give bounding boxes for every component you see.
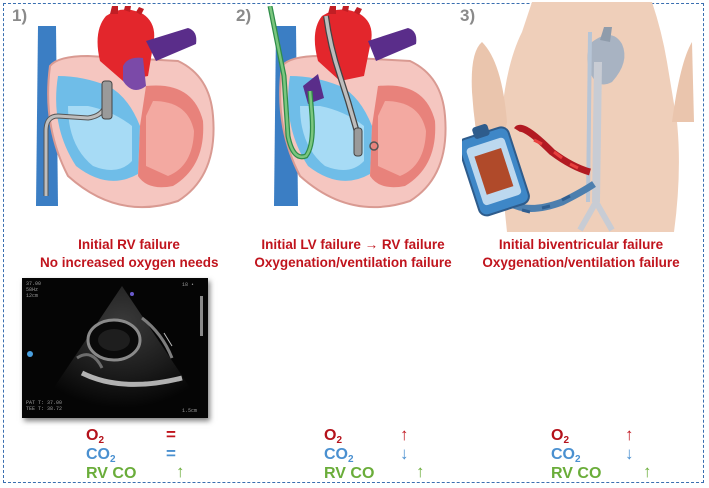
panel-1-rvco-label: RV CO (86, 465, 137, 482)
panel-2-number: 2) (236, 6, 252, 25)
panel-1-caption-line-2: No increased oxygen needs (40, 255, 219, 270)
panel-3-number: 3) (460, 6, 476, 25)
panel-1-caption-line-1: Initial RV failure (78, 237, 180, 252)
panel-1-co2-indicator: = (166, 444, 176, 463)
echo-scale-label: 1.5cm (182, 408, 198, 414)
echocardiogram-image: 37.00 58Hz 12cm PAT T: 37.00 TEE T: 38.7… (22, 278, 208, 418)
panel-2-o2-label: O2 (324, 427, 343, 446)
panel-3-co2-label: CO2 (551, 446, 581, 465)
panel-3-caption-line-2: Oxygenation/ventilation failure (482, 255, 680, 270)
echo-readout-top-right: 18 • (182, 282, 195, 288)
panel-1-o2-indicator: = (166, 425, 176, 444)
panel-3-rvco-indicator: ↑ (643, 462, 652, 481)
panel-2-rvco-indicator: ↑ (416, 462, 425, 481)
panel-2-rvco-label: RV CO (324, 465, 375, 482)
panel-3-rvco-label: RV CO (551, 465, 602, 482)
panel-2-co2-label: CO2 (324, 446, 354, 465)
panel-2-o2-indicator: ↑ (400, 425, 409, 444)
panel-2-caption-line-1: Initial LV failure → RV failure (261, 237, 445, 252)
heart-illustration-lv-rv-devices (267, 6, 447, 209)
heart-illustration-rv-impella (36, 6, 215, 209)
figure-frame (3, 3, 704, 483)
echo-readout-left: 37.00 58Hz 12cm (26, 281, 42, 299)
ultrasound-sector (27, 286, 203, 408)
panel-1-o2-label: O2 (86, 427, 105, 446)
panel-1-rvco-indicator: ↑ (176, 462, 185, 481)
echo-readout-temperatures: PAT T: 37.00 TEE T: 38.72 (26, 400, 63, 412)
panel-3-co2-indicator: ↓ (625, 444, 634, 463)
torso-illustration-ecmo (462, 2, 694, 232)
panel-3-o2-label: O2 (551, 427, 570, 446)
panel-3-o2-indicator: ↑ (625, 425, 634, 444)
panel-1-co2-label: CO2 (86, 446, 116, 465)
panel-2-caption-line-2: Oxygenation/ventilation failure (254, 255, 452, 270)
panel-1-number: 1) (12, 6, 28, 25)
panel-2-co2-indicator: ↓ (400, 444, 409, 463)
panel-3-caption-line-1: Initial biventricular failure (498, 237, 664, 252)
